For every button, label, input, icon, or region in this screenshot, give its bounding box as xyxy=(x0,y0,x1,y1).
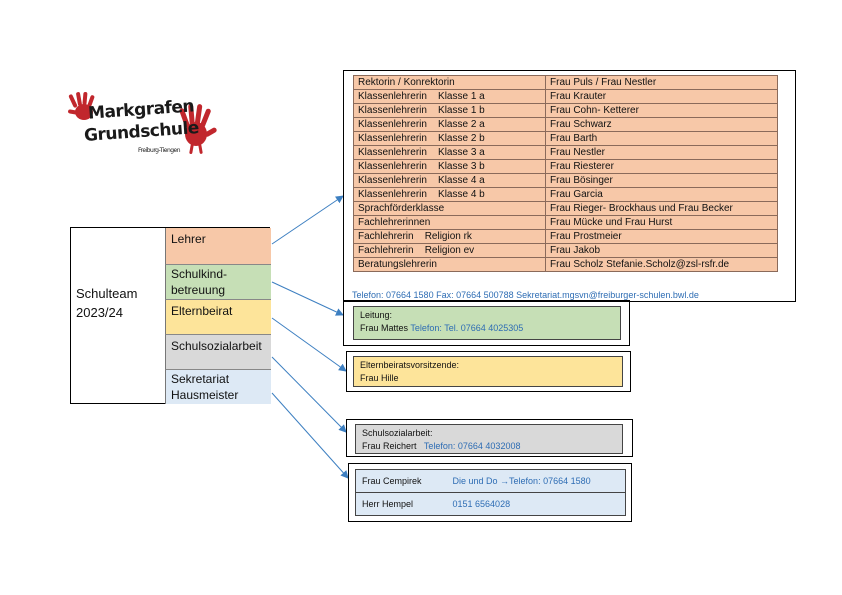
hausmeister-name: Herr Hempel xyxy=(362,499,414,509)
teacher-role-cell: Fachlehrerin Religion rk xyxy=(353,229,546,244)
hand-print-icon xyxy=(68,92,217,155)
arrow-elternbeirat xyxy=(271,317,347,372)
teacher-role-cell: Sprachförderklasse xyxy=(353,201,546,216)
betreuung-label: Leitung: xyxy=(360,310,393,320)
team-overview-box: Schulteam 2023/24 Lehrer Schulkind- betr… xyxy=(70,227,271,404)
betreuung-name: Frau Mattes xyxy=(360,323,409,333)
teacher-role-cell: Rektorin / Konrektorin xyxy=(353,75,546,90)
category-elternbeirat: Elternbeirat xyxy=(165,300,271,335)
teacher-name-cell: Frau Rieger- Brockhaus und Frau Becker xyxy=(545,201,778,216)
arrow-sozial xyxy=(271,356,347,433)
hausmeister-phone: 0151 6564028 xyxy=(452,499,511,509)
teacher-name-cell: Frau Nestler xyxy=(545,145,778,160)
school-contact-footer: Telefon: 07664 1580 Fax: 07664 500788 Se… xyxy=(352,290,699,300)
teacher-name-cell: Frau Riesterer xyxy=(545,159,778,174)
category-sekretariat-hausmeister: Sekretariat Hausmeister xyxy=(165,370,271,404)
schulsozialarbeit-phone: Telefon: 07664 4032008 xyxy=(423,441,521,451)
sekretariat-info: Die und Do →Telefon: 07664 1580 xyxy=(452,476,591,486)
schulsozialarbeit-panel: Schulsozialarbeit: Frau Reichert Telefon… xyxy=(355,424,623,454)
betreuung-panel: Leitung: Frau Mattes Telefon: Tel. 07664… xyxy=(353,306,621,340)
teacher-role-cell: Klassenlehrerin Klasse 4 b xyxy=(353,187,546,202)
teacher-name-cell: Frau Jakob xyxy=(545,243,778,258)
betreuung-box: Leitung: Frau Mattes Telefon: Tel. 07664… xyxy=(343,300,630,346)
teacher-name-cell: Frau Prostmeier xyxy=(545,229,778,244)
teacher-name-cell: Frau Bösinger xyxy=(545,173,778,188)
schulsozialarbeit-contact: Frau Reichert Telefon: 07664 4032008 xyxy=(362,440,616,453)
arrow-sekretariat xyxy=(271,392,349,479)
schulsozialarbeit-label: Schulsozialarbeit: xyxy=(362,428,433,438)
sekretariat-panel: Frau Cempirek Die und Do →Telefon: 07664… xyxy=(355,469,626,516)
teacher-name-cell: Frau Puls / Frau Nestler xyxy=(545,75,778,90)
teacher-role-cell: Beratungslehrerin xyxy=(353,257,546,272)
teacher-role-cell: Klassenlehrerin Klasse 3 b xyxy=(353,159,546,174)
teacher-role-cell: Klassenlehrerin Klasse 1 a xyxy=(353,89,546,104)
elternbeirat-name: Frau Hille xyxy=(360,373,399,383)
category-lehrer: Lehrer xyxy=(165,228,271,265)
elternbeirat-label: Elternbeiratsvorsitzende: xyxy=(360,360,460,370)
hausmeister-row: Herr Hempel 0151 6564028 xyxy=(356,493,625,516)
betreuung-phone: Telefon: Tel. 07664 4025305 xyxy=(410,323,524,333)
teacher-role-cell: Klassenlehrerin Klasse 1 b xyxy=(353,103,546,118)
teacher-role-cell: Klassenlehrerin Klasse 2 b xyxy=(353,131,546,146)
arrow-lehrer xyxy=(271,195,344,245)
elternbeirat-panel: Elternbeiratsvorsitzende: Frau Hille xyxy=(353,356,623,387)
teacher-name-cell: Frau Barth xyxy=(545,131,778,146)
teacher-name-cell: Frau Schwarz xyxy=(545,117,778,132)
schulsozialarbeit-name: Frau Reichert xyxy=(362,441,417,451)
elternbeirat-box: Elternbeiratsvorsitzende: Frau Hille xyxy=(346,351,631,392)
teacher-role-cell: Fachlehrerin Religion ev xyxy=(353,243,546,258)
teacher-role-cell: Fachlehrerinnen xyxy=(353,215,546,230)
betreuung-contact: Frau Mattes Telefon: Tel. 07664 4025305 xyxy=(360,322,614,335)
sekretariat-row: Frau Cempirek Die und Do →Telefon: 07664… xyxy=(356,470,625,493)
category-schulkindbetreuung: Schulkind- betreuung xyxy=(165,265,271,300)
teacher-name-cell: Frau Krauter xyxy=(545,89,778,104)
teacher-name-cell: Frau Cohn- Ketterer xyxy=(545,103,778,118)
teacher-name-cell: Frau Scholz Stefanie.Scholz@zsl-rsfr.de xyxy=(545,257,778,272)
arrow-schulkind xyxy=(271,281,344,316)
school-logo: Markgrafen Grundschule Freiburg-Tiengen xyxy=(68,92,218,164)
teacher-role-cell: Klassenlehrerin Klasse 4 a xyxy=(353,173,546,188)
teacher-role-cell: Klassenlehrerin Klasse 3 a xyxy=(353,145,546,160)
team-title: Schulteam 2023/24 xyxy=(76,286,138,320)
category-schulsozialarbeit: Schulsozialarbeit xyxy=(165,335,271,370)
logo-line-location: Freiburg-Tiengen xyxy=(138,147,181,154)
teacher-name-cell: Frau Garcia xyxy=(545,187,778,202)
teacher-name-cell: Frau Mücke und Frau Hurst xyxy=(545,215,778,230)
teacher-role-cell: Klassenlehrerin Klasse 2 a xyxy=(353,117,546,132)
sekretariat-box: Frau Cempirek Die und Do →Telefon: 07664… xyxy=(348,463,632,522)
schulsozialarbeit-box: Schulsozialarbeit: Frau Reichert Telefon… xyxy=(346,419,633,457)
sekretariat-name: Frau Cempirek xyxy=(362,476,422,486)
